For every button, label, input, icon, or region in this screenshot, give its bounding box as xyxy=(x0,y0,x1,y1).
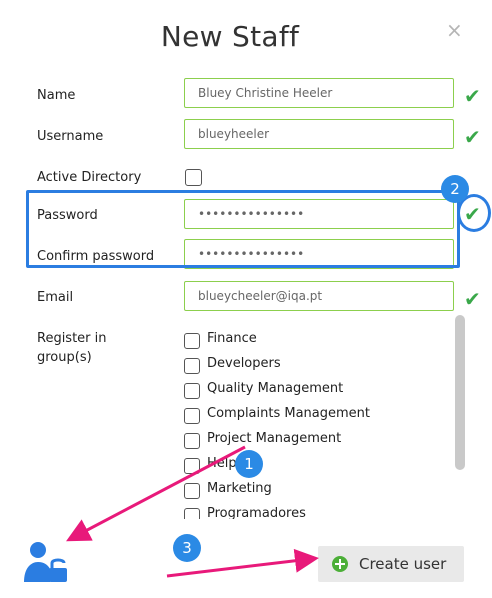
groups-label-line2: group(s) xyxy=(37,350,92,365)
group-label: Programadores xyxy=(207,506,306,519)
create-user-button[interactable]: Create user xyxy=(318,546,464,582)
groups-label-line1: Register in xyxy=(37,331,107,346)
email-check-icon: ✔ xyxy=(464,287,481,311)
group-checkbox[interactable] xyxy=(184,483,200,499)
confirm-password-input[interactable]: ••••••••••••••• xyxy=(184,239,454,269)
plus-circle-icon xyxy=(332,556,348,572)
email-input[interactable]: blueycheeler@iqa.pt xyxy=(184,281,454,311)
name-input[interactable]: Bluey Christine Heeler xyxy=(184,78,454,108)
step-badge-1: 1 xyxy=(235,450,263,478)
create-user-label: Create user xyxy=(359,555,447,573)
step-badge-2: 2 xyxy=(441,175,469,203)
group-label: Marketing xyxy=(207,481,272,496)
dialog-title: New Staff xyxy=(160,20,300,53)
group-label: Developers xyxy=(207,356,281,371)
username-check-icon: ✔ xyxy=(464,125,481,149)
group-label: Help xyxy=(207,456,237,471)
group-label: Quality Management xyxy=(207,381,344,396)
group-checkbox[interactable] xyxy=(184,408,200,424)
check-highlight-circle xyxy=(457,194,491,232)
step-badge-3: 3 xyxy=(173,534,201,562)
group-checkbox[interactable] xyxy=(184,333,200,349)
arrow-to-create-button xyxy=(166,548,319,578)
confirm-password-label: Confirm password xyxy=(37,249,155,264)
group-label: Finance xyxy=(207,331,257,346)
group-checkbox[interactable] xyxy=(184,383,200,399)
active-directory-label: Active Directory xyxy=(37,170,142,185)
group-checkbox[interactable] xyxy=(184,358,200,374)
name-check-icon: ✔ xyxy=(464,84,481,108)
group-label: Project Management xyxy=(207,431,342,446)
user-lock-icon[interactable] xyxy=(22,538,68,584)
active-directory-checkbox[interactable] xyxy=(185,169,202,186)
name-label: Name xyxy=(37,88,76,103)
password-highlight-box xyxy=(26,190,460,268)
password-label: Password xyxy=(37,208,98,223)
close-icon[interactable]: × xyxy=(446,18,463,42)
username-input[interactable]: blueyheeler xyxy=(184,119,454,149)
email-label: Email xyxy=(37,290,74,305)
group-checkbox[interactable] xyxy=(184,433,200,449)
groups-scrollbar[interactable] xyxy=(455,315,465,470)
group-label: Complaints Management xyxy=(207,406,371,421)
group-checkbox[interactable] xyxy=(184,508,200,519)
password-input[interactable]: ••••••••••••••• xyxy=(184,199,454,229)
arrow-to-user-icon xyxy=(66,445,246,542)
username-label: Username xyxy=(37,129,104,144)
